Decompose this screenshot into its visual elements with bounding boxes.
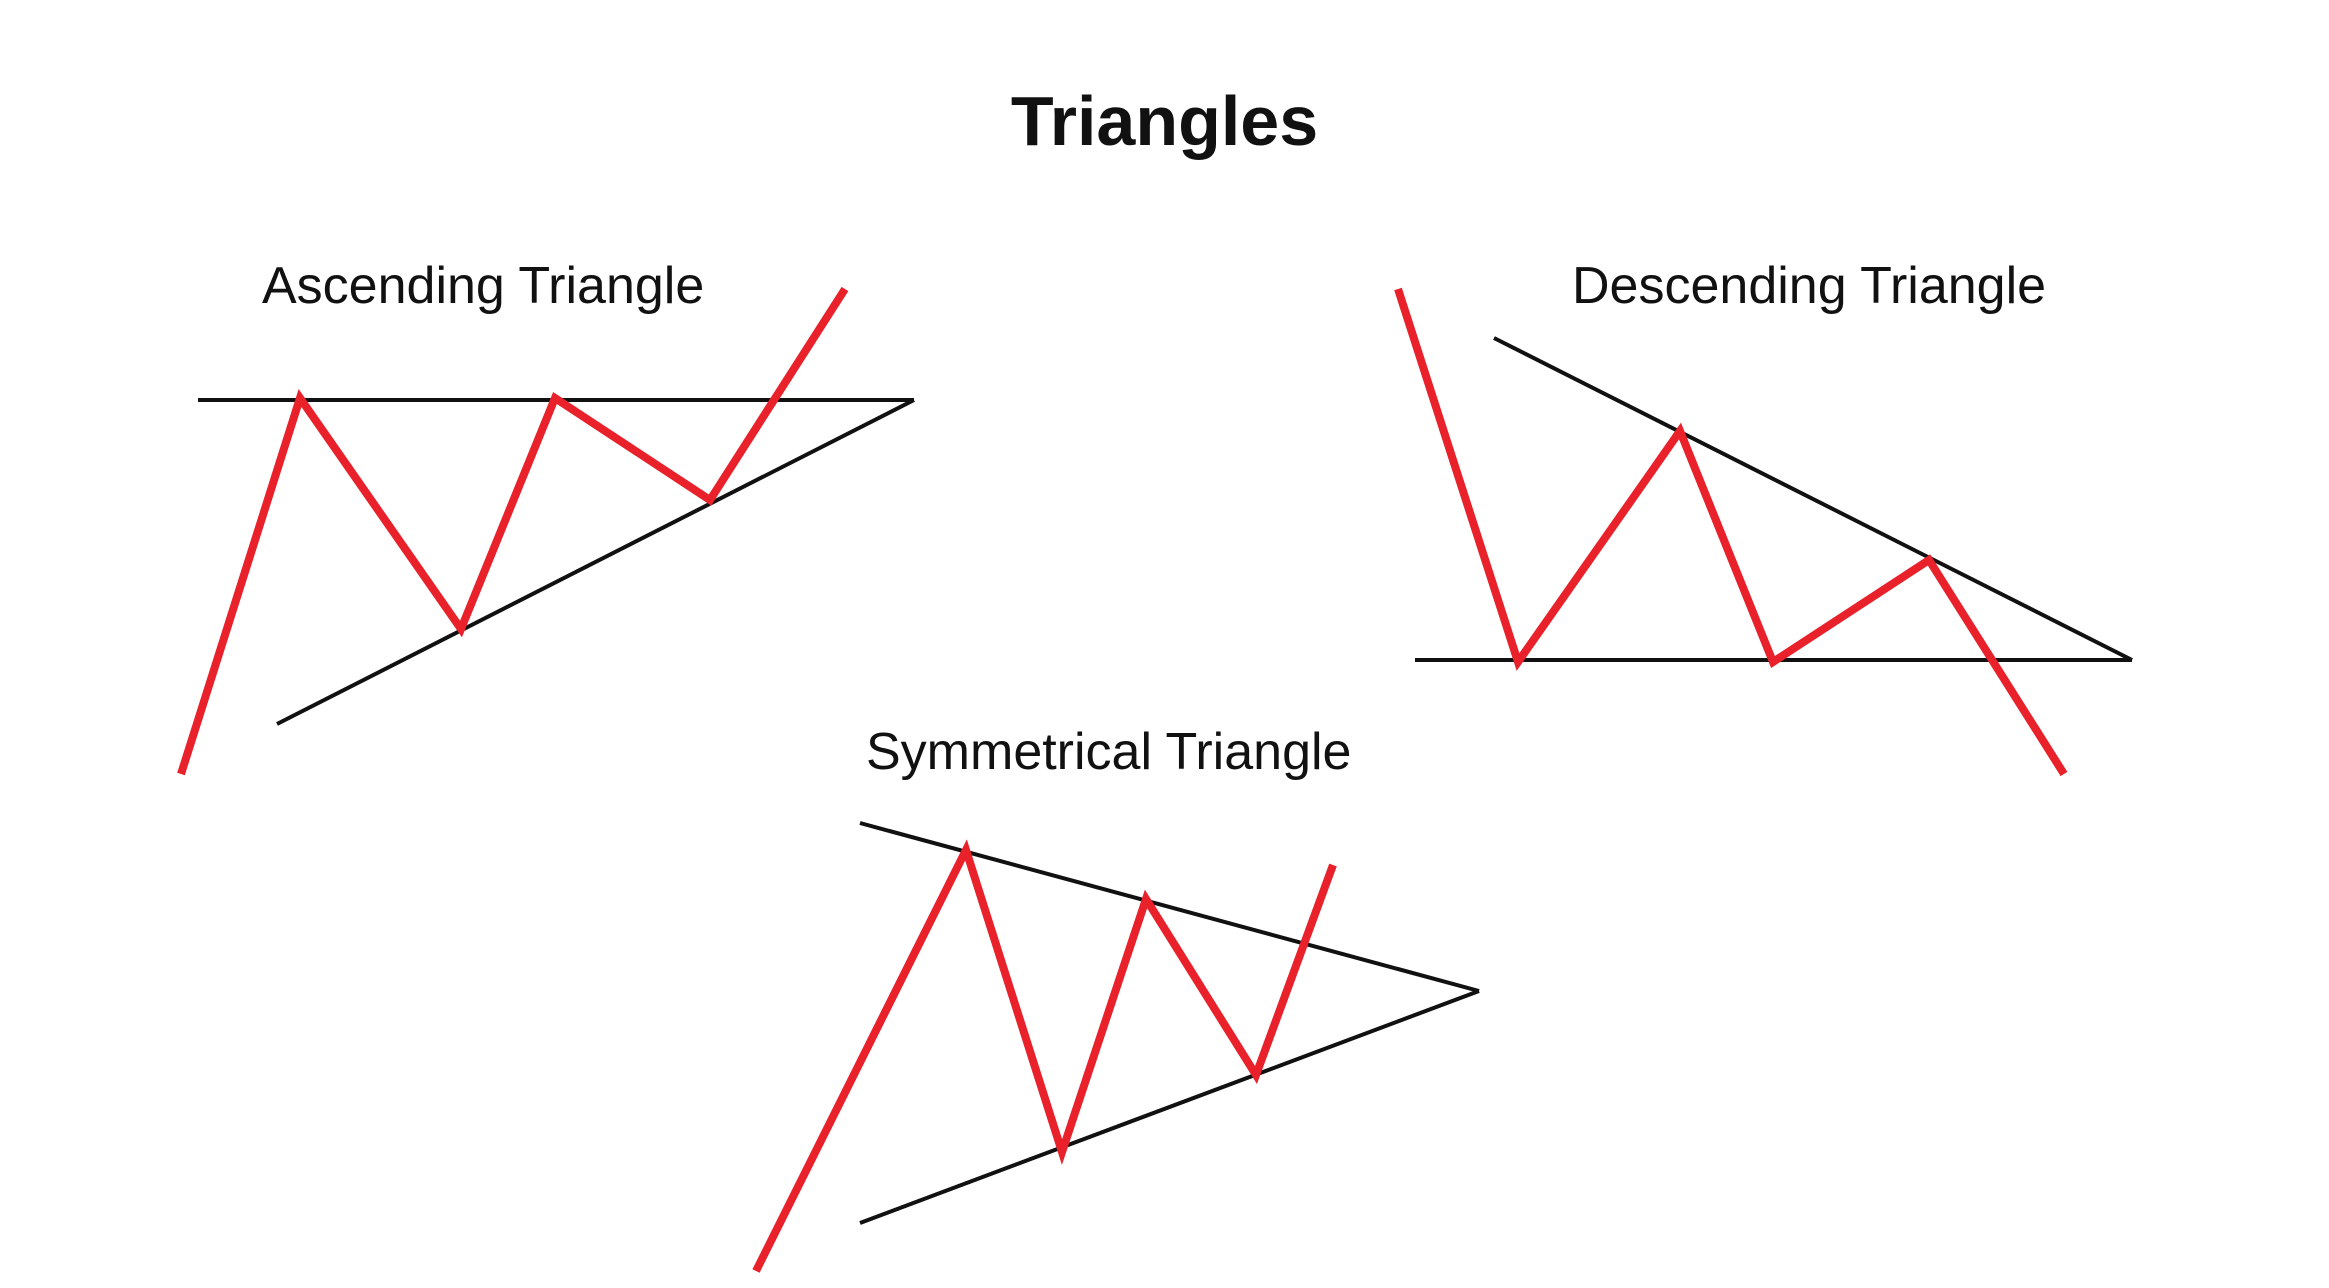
page-title: Triangles [1010, 82, 1319, 160]
symmetrical-price-path [752, 839, 1337, 1273]
ascending-triangle-diagram [177, 286, 915, 776]
ascending-triangle-title: Ascending Triangle [262, 257, 705, 315]
symmetrical-triangle-diagram [752, 821, 1480, 1273]
symmetrical-triangle-title: Symmetrical Triangle [866, 723, 1352, 781]
descending-triangle-diagram [1394, 287, 2133, 777]
ascending-price-path [177, 286, 849, 776]
descending-triangle-title: Descending Triangle [1572, 257, 2047, 315]
symmetrical-upper-line [859, 821, 1480, 993]
ascending-support-line [276, 398, 915, 726]
descending-price-path [1394, 287, 2068, 777]
symmetrical-lower-line [859, 989, 1480, 1225]
descending-resistance-line [1493, 336, 2133, 662]
